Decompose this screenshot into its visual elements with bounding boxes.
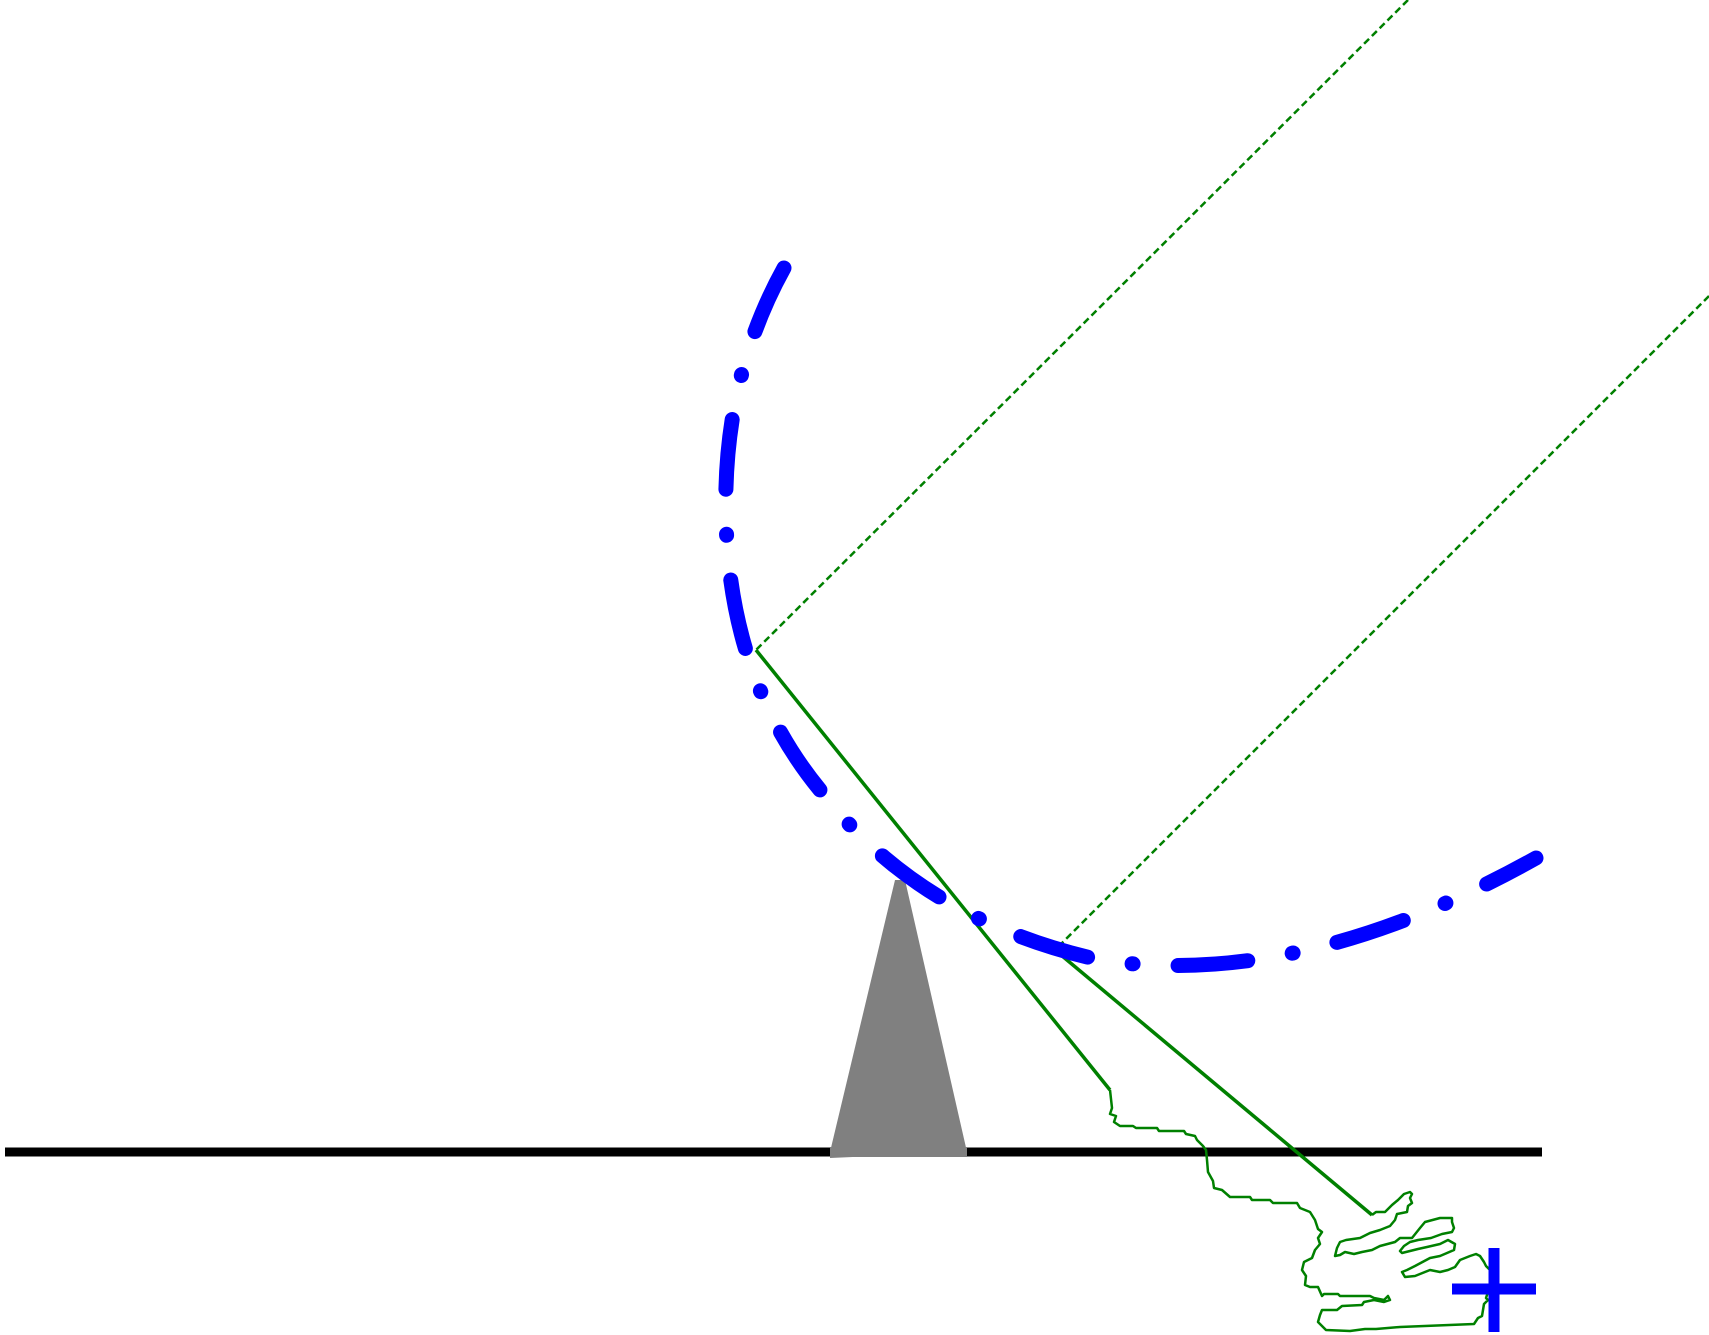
focus-cross-marker <box>1452 1248 1536 1332</box>
mirror-arc <box>718 260 1544 974</box>
support-pedestal <box>830 880 967 1158</box>
caustic-outline <box>1108 1089 1496 1333</box>
reflected-ray-2 <box>1053 948 1374 1217</box>
incoming-ray-2 <box>1054 295 1709 951</box>
reflected-ray-1 <box>754 648 1112 1092</box>
support-pedestal-base <box>830 1147 967 1157</box>
incoming-ray-1 <box>755 0 1409 651</box>
